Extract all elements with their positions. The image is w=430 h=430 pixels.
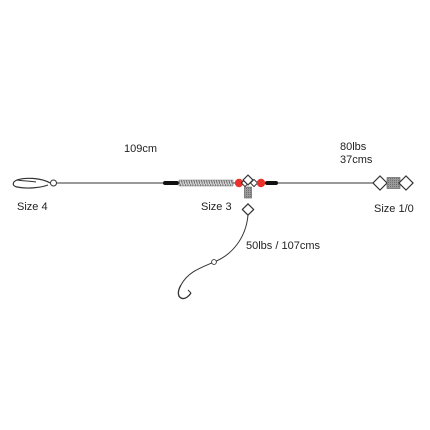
barrel-swivel <box>372 175 414 191</box>
leader-crimp <box>211 259 217 265</box>
fish-hook <box>177 284 192 300</box>
three-way-swivel <box>240 174 259 217</box>
red-bead-left <box>234 178 244 188</box>
middle-swivel-size-label: Size 3 <box>201 201 232 213</box>
red-bead-right <box>256 178 266 188</box>
hook-leader-label: 50lbs / 107cms <box>246 240 320 252</box>
snap-clip <box>12 177 57 189</box>
length-main-label: 109cm <box>124 143 157 155</box>
hook-leader-line <box>180 214 249 286</box>
length-right-label: 37cms <box>340 154 373 166</box>
crimp-sleeve-left <box>163 181 179 185</box>
crimp-sleeve-right <box>265 181 278 185</box>
left-clip-size-label: Size 4 <box>17 201 48 213</box>
right-swivel-size-label: Size 1/0 <box>374 203 414 215</box>
spring-sleeve <box>178 179 234 187</box>
breaking-strain-label: 80lbs <box>340 141 367 153</box>
